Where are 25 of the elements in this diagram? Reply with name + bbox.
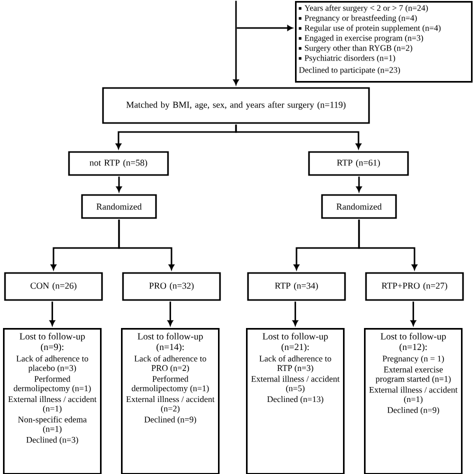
outcome-box: Lost to follow-up (n=12): Pregnancy (n = 1) External exercise program started (n=1) External illness / accident (n=1) Declined (n=9)	[364, 328, 463, 474]
process-box: PRO (n=32)	[122, 272, 221, 301]
arrow	[116, 176, 122, 192]
arrow	[50, 302, 56, 326]
process-box: CON (n=26)	[4, 272, 103, 301]
arrow	[233, 0, 239, 85]
arrow	[118, 220, 174, 270]
arrow	[168, 302, 174, 326]
process-box: RTP (n=61)	[308, 151, 409, 176]
arrow	[235, 124, 362, 149]
exclusion-box: Years after surgery < 2 or > 7 (n=24) Pregnancy or breastfeeding (n=4) Regular use of protein supplement (n=4) Engaged in exercise program (n=3) Surgery other than RYGB (n=2) Psychiatric disorders (n=1) Declined to participate (n=23)	[295, 1, 473, 83]
arrow	[292, 302, 298, 326]
arrow	[358, 220, 418, 270]
outcome-box: Lost to follow-up (n=9): Lack of adherence to placebo (n=3) Performed dermolipectomy (n=1) External illness / accident (n=1) Non-specific edema (n=1) Declined (n=3)	[3, 328, 102, 474]
outcome-box: Lost to follow-up (n=14): Lack of adherence to PRO (n=2) Performed dermolipectomy (n=1) External illness / accident (n=2) Declined (n=9)	[121, 328, 220, 474]
outcome-box: Lost to follow-up (n=21): Lack of adherence to RTP (n=3) External illness / accident (n=5) Declined (n=13)	[246, 328, 345, 474]
process-box: Randomized	[81, 194, 157, 219]
arrow	[410, 302, 416, 326]
process-box: Matched by BMI, age, sex, and years after surgery (n=119)	[102, 87, 370, 124]
arrow	[236, 25, 293, 31]
process-box: RTP+PRO (n=27)	[365, 272, 464, 301]
process-box: not RTP (n=58)	[68, 151, 169, 176]
arrow	[356, 176, 362, 192]
process-box: RTP (n=34)	[247, 272, 346, 301]
process-box: Randomized	[321, 194, 397, 219]
